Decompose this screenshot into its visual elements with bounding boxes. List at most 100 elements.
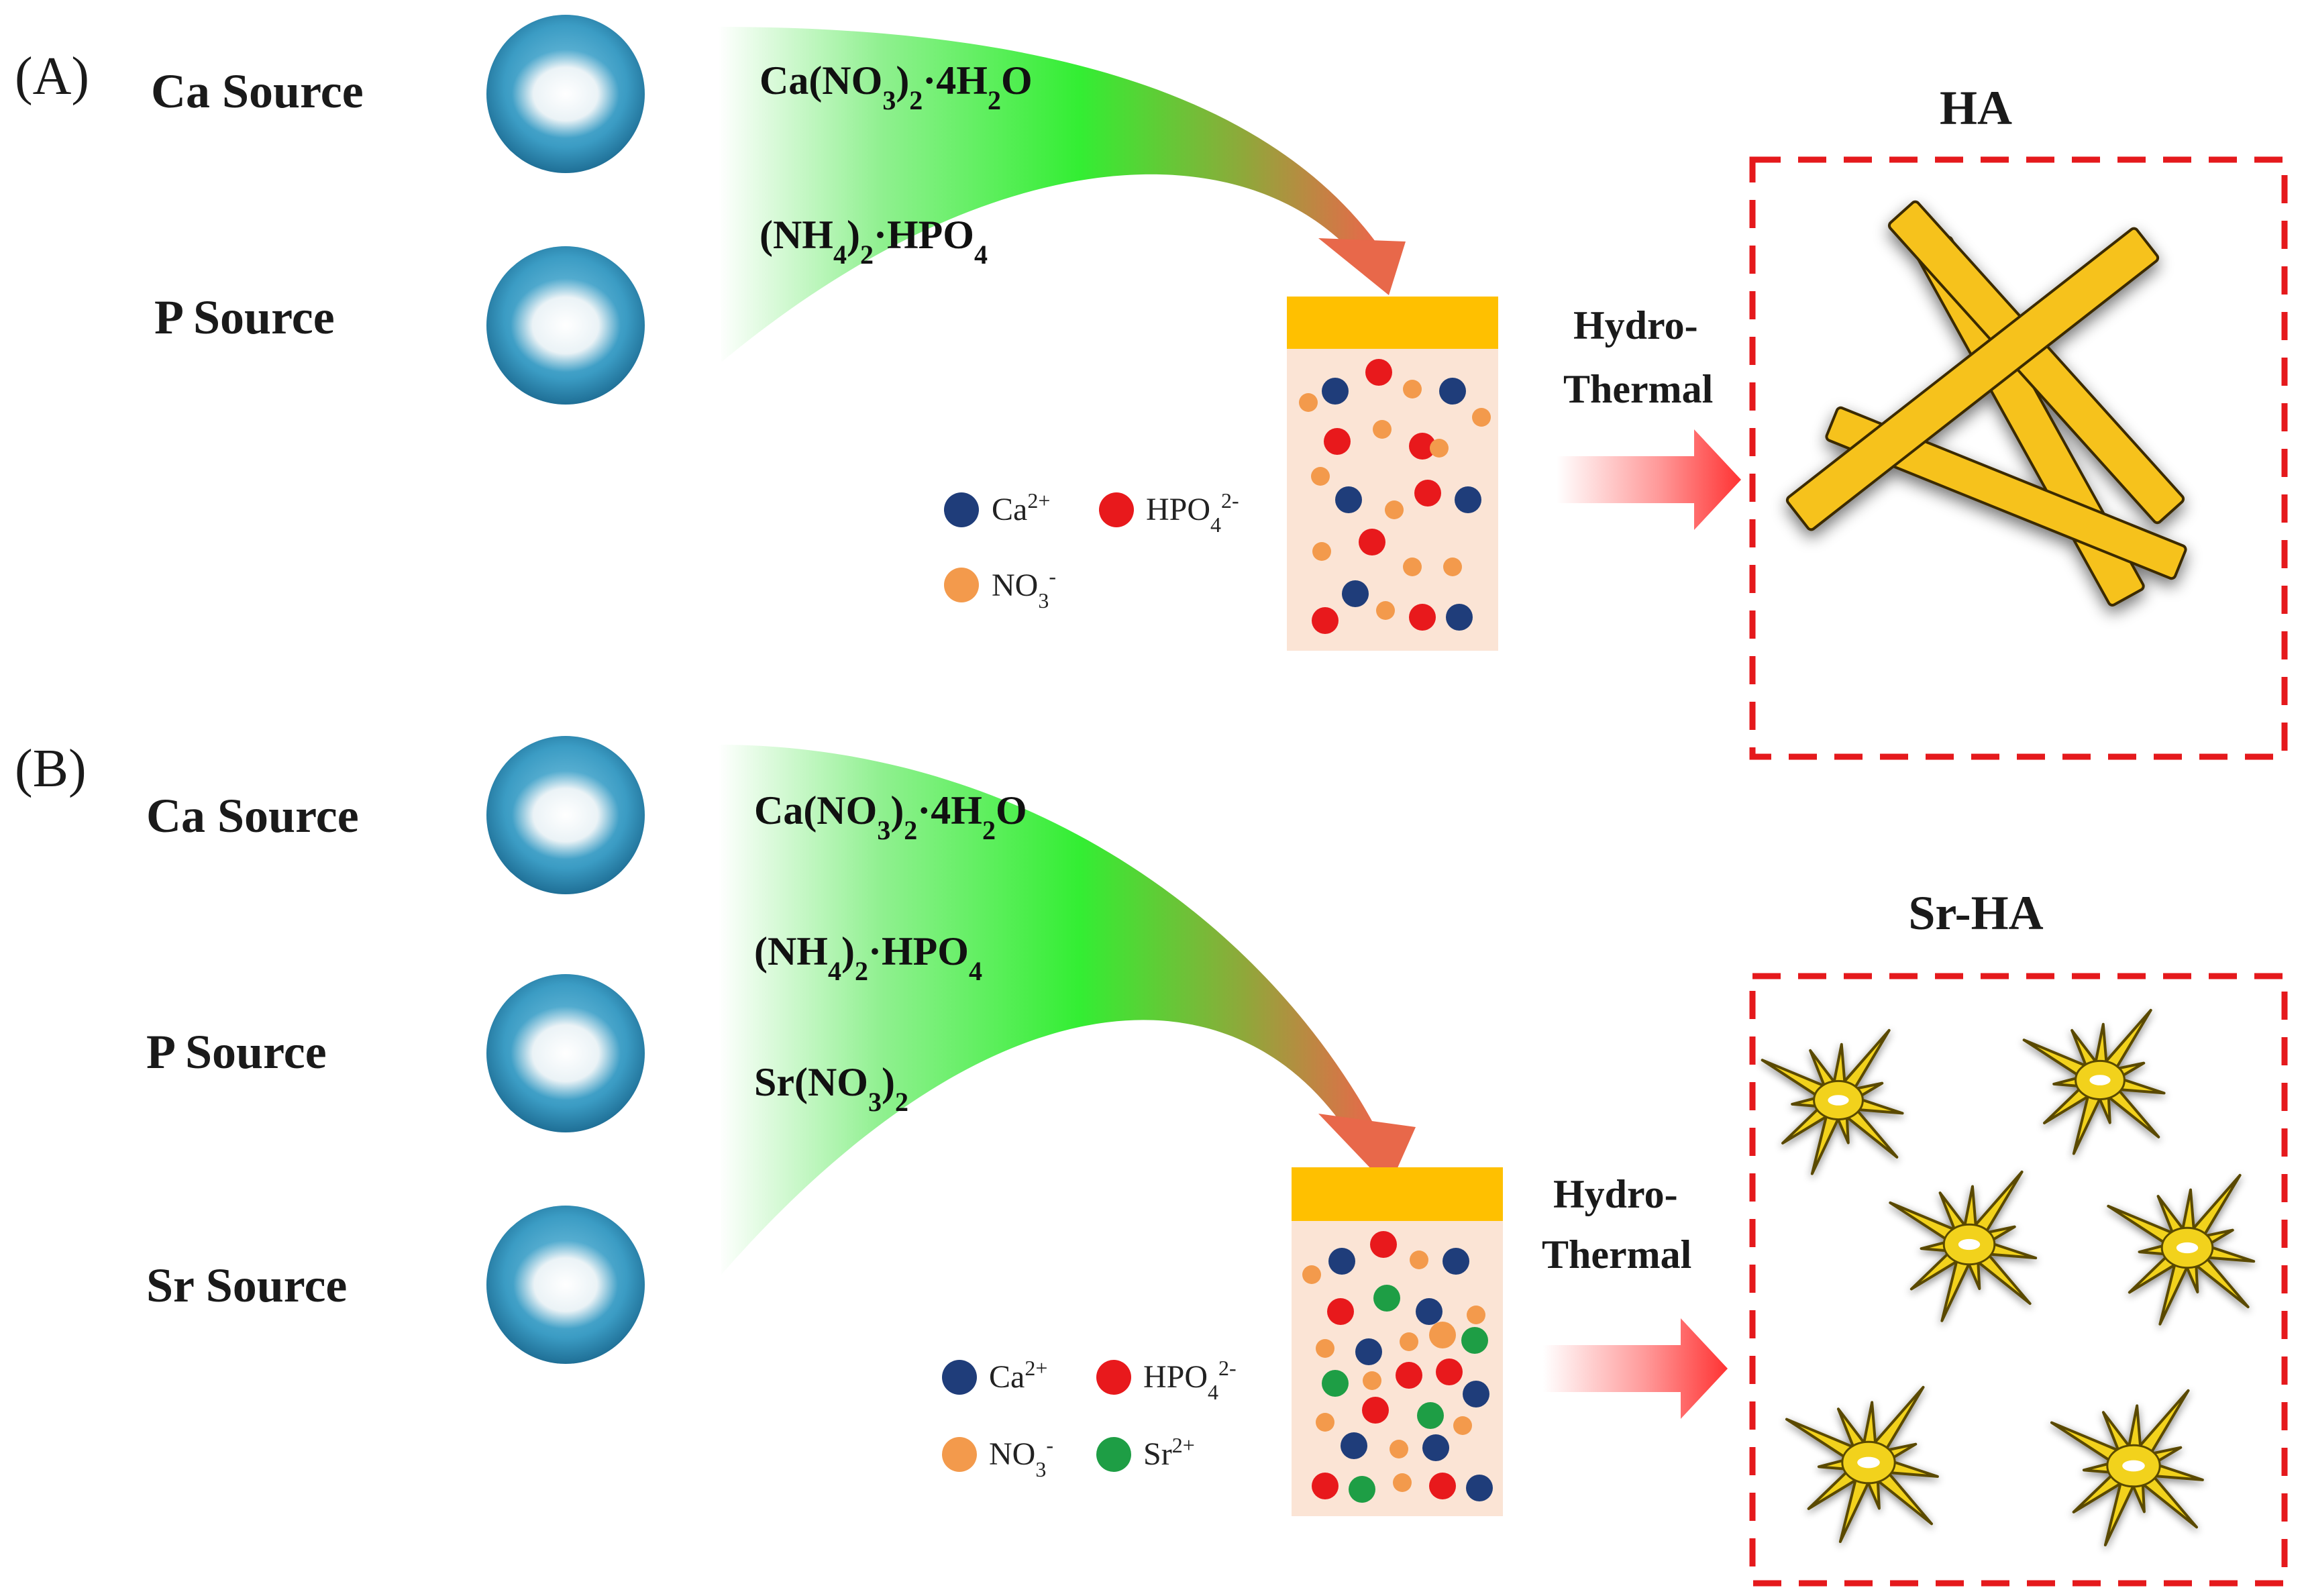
ion-particle: [1429, 1473, 1456, 1499]
flower-icon: [2107, 1173, 2256, 1326]
flower-icon: [2050, 1389, 2204, 1546]
reagent-strontium-nitrate: Sr(NO3)2: [754, 1060, 908, 1117]
ion-particle: [1322, 1370, 1349, 1397]
ion-particle: [1396, 1362, 1422, 1389]
process-label-line2: Thermal: [1542, 1232, 1691, 1277]
ion-particle: [1409, 604, 1436, 631]
legend-label-no3: NO3-: [989, 1433, 1053, 1481]
ion-particle: [1312, 542, 1331, 561]
source-label-p: P Source: [146, 1025, 327, 1079]
beaker-lid: [1287, 297, 1498, 349]
ion-particle: [1466, 1475, 1493, 1501]
legend-swatch-ca: [944, 492, 979, 527]
process-label-line1: Hydro-: [1553, 1172, 1678, 1216]
flower-icon: [1785, 1385, 1939, 1543]
legend-swatch-sr: [1096, 1437, 1131, 1472]
ion-particle: [1324, 428, 1351, 455]
ion-particle: [1349, 1476, 1375, 1503]
ion-particle: [1403, 557, 1422, 576]
panel-label: (A): [15, 47, 89, 106]
legend-label-ca: Ca2+: [989, 1356, 1047, 1395]
dish-powder-icon: [486, 736, 645, 894]
ion-particle: [1403, 380, 1422, 398]
ion-particle: [1439, 378, 1466, 405]
process-label-line2: Thermal: [1563, 367, 1713, 411]
legend-label-no3: NO3-: [992, 564, 1056, 613]
dish-powder-icon: [486, 246, 645, 405]
source-label-sr: Sr Source: [146, 1259, 347, 1312]
ion-particle: [1322, 378, 1349, 405]
ion-particle: [1455, 486, 1481, 513]
ion-particle: [1472, 408, 1491, 427]
legend-swatch-no3: [944, 568, 979, 602]
dish-powder-icon: [486, 974, 645, 1132]
ion-particle: [1417, 1402, 1444, 1429]
process-arrow: [1557, 429, 1741, 530]
ion-particle: [1370, 1231, 1397, 1258]
flower-icon: [2022, 1008, 2166, 1155]
reagent-calcium-nitrate: Ca(NO3)2·4H2O: [759, 58, 1033, 115]
ion-particle: [1312, 1473, 1339, 1499]
ion-particle: [1414, 480, 1441, 507]
ion-particle: [1363, 1371, 1381, 1390]
dish-powder-icon: [486, 1206, 645, 1364]
ion-particle: [1422, 1434, 1449, 1461]
ion-particle: [1362, 1397, 1389, 1424]
ion-particle: [1299, 393, 1318, 412]
legend-label-hpo4: HPO42-: [1143, 1356, 1237, 1404]
flower-icon: [1761, 1028, 1904, 1175]
ion-particle: [1390, 1440, 1408, 1458]
ion-particle: [1359, 529, 1385, 555]
reagent-calcium-nitrate: Ca(NO3)2·4H2O: [754, 788, 1027, 845]
ion-particle: [1443, 1248, 1469, 1275]
flower-icon: [1889, 1170, 2038, 1322]
ion-particles: [1299, 359, 1491, 634]
ion-particle: [1409, 433, 1436, 460]
ion-particle: [1342, 580, 1369, 607]
ion-particle: [1335, 486, 1362, 513]
process-arrow: [1543, 1318, 1728, 1419]
reaction-beaker: [1292, 1167, 1503, 1516]
ion-legend: Ca2+ HPO42- NO3- Sr2+: [942, 1356, 1237, 1481]
ion-particle: [1446, 604, 1473, 631]
ion-particle: [1429, 1322, 1456, 1348]
ion-particle: [1416, 1298, 1443, 1325]
ion-particle: [1327, 1298, 1354, 1325]
ion-particle: [1467, 1306, 1485, 1324]
ion-particle: [1461, 1327, 1488, 1354]
legend-label-ca: Ca2+: [992, 488, 1050, 527]
reaction-beaker: [1287, 297, 1498, 651]
ion-particle: [1365, 359, 1392, 386]
ion-particle: [1376, 601, 1395, 620]
flower-icon-group: [1761, 1008, 2256, 1546]
beaker-lid: [1292, 1167, 1503, 1221]
ion-particle: [1400, 1332, 1418, 1351]
legend-swatch-hpo4: [1099, 492, 1134, 527]
source-label-p: P Source: [154, 290, 335, 344]
panel-b: (B) Ca Source P Source Sr Source Ca(NO3)…: [15, 736, 2288, 1587]
ion-particle: [1341, 1432, 1367, 1459]
result-frame: [1749, 973, 2288, 1587]
legend-swatch-ca: [942, 1360, 977, 1395]
ion-particle: [1430, 439, 1449, 458]
ion-particle: [1302, 1265, 1321, 1284]
ion-particles: [1302, 1231, 1493, 1503]
panel-label: (B): [15, 739, 87, 798]
ion-particle: [1410, 1251, 1428, 1269]
ion-particle: [1311, 467, 1330, 486]
ion-particle: [1385, 500, 1404, 519]
ion-particle: [1453, 1416, 1472, 1435]
flow-arrow: [718, 27, 1406, 362]
ion-particle: [1443, 557, 1462, 576]
result-title-sr-ha: Sr-HA: [1908, 886, 2043, 940]
ion-particle: [1355, 1338, 1382, 1365]
process-label-line1: Hydro-: [1573, 303, 1698, 348]
result-title-ha: HA: [1940, 81, 2012, 135]
legend-swatch-no3: [942, 1437, 977, 1472]
ion-legend: Ca2+ HPO42- NO3-: [944, 488, 1239, 613]
ion-particle: [1373, 1285, 1400, 1312]
ion-particle: [1436, 1359, 1463, 1385]
ion-particle: [1316, 1413, 1334, 1432]
ion-particle: [1316, 1339, 1334, 1358]
